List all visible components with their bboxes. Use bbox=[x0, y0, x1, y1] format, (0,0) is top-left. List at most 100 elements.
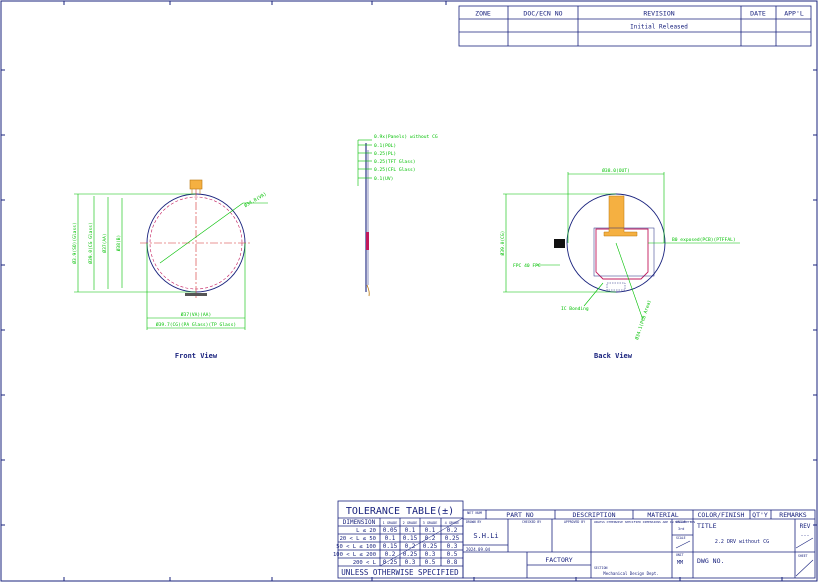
tb-label-section: SECTION bbox=[594, 566, 608, 570]
tol-header-1: 1 GRADE bbox=[383, 521, 398, 525]
tol-row3-g1: 0.2 bbox=[385, 551, 396, 558]
back-dim-diag: Ø34.1(PCB Area) bbox=[633, 299, 652, 341]
rev-header-ecn: DOC/ECN NO bbox=[523, 10, 562, 18]
tb-label-sheet: SHEET bbox=[798, 554, 808, 558]
front-diag-leader bbox=[159, 202, 244, 264]
tb-value-angle: 3rd bbox=[678, 527, 684, 531]
tb-label-mm: MM bbox=[677, 560, 683, 566]
back-dim-left: Ø39.0(CG) bbox=[499, 231, 506, 256]
tb-label-angle: ANGLE bbox=[676, 520, 686, 524]
tb-value-drawn-by: S.H.Li bbox=[473, 532, 498, 540]
tb-label-factory: FACTORY bbox=[545, 556, 572, 564]
tb-label-scale: SCALE bbox=[676, 536, 686, 540]
tb-label-checked: CHECKED BY bbox=[522, 520, 541, 524]
back-dim-ic: IC Bonding bbox=[561, 306, 589, 312]
tb-label-item: NET NUM bbox=[467, 511, 482, 515]
front-dim-d4: Ø38(B) bbox=[115, 235, 122, 252]
front-left-dims bbox=[74, 193, 196, 293]
tol-row2-g1: 0.15 bbox=[383, 543, 398, 550]
tb-label-description: DESCRIPTION bbox=[572, 511, 615, 519]
tol-row1-g4: 0.25 bbox=[445, 535, 460, 542]
front-bottom-connector bbox=[185, 293, 207, 296]
back-connector bbox=[606, 282, 626, 291]
tol-row0-label: L ≤ 20 bbox=[356, 528, 376, 534]
tol-row4-g2: 0.3 bbox=[405, 559, 416, 566]
tol-header-3: 3 GRADE bbox=[423, 521, 438, 525]
tb-label-notes: UNLESS OTHERWISE SPECIFIED DIMENSIONS AR… bbox=[594, 520, 695, 524]
tol-row0-g3: 0.1 bbox=[425, 527, 436, 534]
rev-header-appl: APP'L bbox=[784, 10, 804, 18]
front-dim-d3: Ø37(AA) bbox=[101, 233, 108, 252]
title-block bbox=[462, 509, 816, 579]
front-dim-d1: Ø3.9(SO)(Glass) bbox=[71, 222, 78, 264]
tol-row1-g3: 0.2 bbox=[425, 535, 436, 542]
tb-label-remarks: REMARKS bbox=[779, 511, 806, 519]
back-dim-top: Ø38.0(OUT) bbox=[602, 167, 630, 174]
tb-label-part-no: PART NO bbox=[506, 511, 533, 519]
tol-header-0: DIMENSION bbox=[343, 519, 376, 526]
tol-header-2: 2 GRADE bbox=[403, 521, 418, 525]
tolerance-table bbox=[337, 500, 464, 579]
tb-label-title: TITLE bbox=[697, 522, 717, 530]
tol-row1-label: 20 < L ≤ 50 bbox=[340, 536, 376, 542]
side-callout-5: 0.1(UV) bbox=[374, 176, 393, 182]
back-fpc-outline bbox=[595, 228, 649, 280]
tb-label-rev: REV bbox=[800, 523, 811, 530]
side-callout-3: 0.25(TFT Glass) bbox=[374, 159, 416, 165]
front-dim-bottom1: Ø37(VA)(AA) bbox=[181, 311, 211, 318]
tol-row4-g3: 0.5 bbox=[425, 559, 436, 566]
tolerance-footer: UNLESS OTHERWISE SPECIFIED bbox=[341, 568, 459, 577]
tol-row3-label: 100 < L ≤ 200 bbox=[333, 552, 376, 558]
tol-row0-g4: 0.2 bbox=[447, 527, 458, 534]
tb-value-rev: --- bbox=[800, 533, 809, 539]
tol-row2-g4: 0.3 bbox=[447, 543, 458, 550]
front-bottom-dims bbox=[146, 243, 246, 330]
tol-header-4: 4 GRADE bbox=[445, 521, 460, 525]
back-ic-chip bbox=[554, 239, 565, 248]
tb-label-qty: QT'Y bbox=[752, 511, 768, 519]
tolerance-title: TOLERANCE TABLE(±) bbox=[346, 506, 454, 517]
tol-row4-g4: 0.8 bbox=[447, 559, 458, 566]
tb-value-section: Mechanical Design Dept. bbox=[603, 571, 658, 576]
back-view: Ø38.0(OUT) Ø39.0(CG) FPC 40 FPC B0 expos… bbox=[499, 167, 740, 360]
tb-value-date: 2024.09.04 bbox=[466, 547, 491, 552]
side-callout-2: 0.25(PL) bbox=[374, 151, 396, 157]
front-dim-d2: Ø39.0(CG Glass) bbox=[87, 222, 94, 264]
back-view-label: Back View bbox=[594, 352, 633, 360]
tol-row1-g1: 0.1 bbox=[385, 535, 396, 542]
tb-label-dwg-no: DWG NO. bbox=[697, 557, 724, 565]
rev-header-date: DATE bbox=[750, 10, 766, 18]
front-fpc-tab bbox=[189, 179, 203, 190]
front-view: Ø3.9(SO)(Glass) Ø39.0(CG Glass) Ø37(AA) … bbox=[71, 179, 268, 360]
back-left-dims bbox=[503, 193, 616, 293]
tol-row3-g3: 0.3 bbox=[425, 551, 436, 558]
tol-row1-g2: 0.15 bbox=[403, 535, 418, 542]
revision-block bbox=[458, 5, 812, 47]
tol-row0-g2: 0.1 bbox=[405, 527, 416, 534]
tb-label-drawn: DRAWN BY bbox=[466, 520, 481, 524]
tol-row2-g2: 0.2 bbox=[405, 543, 416, 550]
side-callout-leaders bbox=[357, 139, 372, 186]
back-top-dims bbox=[567, 172, 665, 243]
tb-label-material: MATERIAL bbox=[647, 511, 678, 519]
back-dim-cable: FPC 40 FPC bbox=[513, 263, 541, 269]
side-callout-1: 0.1(POL) bbox=[374, 143, 396, 149]
tol-row3-g4: 0.5 bbox=[447, 551, 458, 558]
back-fpc-cable bbox=[603, 195, 638, 237]
tol-row0-g1: 0.05 bbox=[383, 527, 398, 534]
tol-row3-g2: 0.25 bbox=[403, 551, 418, 558]
side-view: 0.9x(Panels) without CG 0.1(POL) 0.25(PL… bbox=[357, 134, 438, 297]
front-view-label: Front View bbox=[175, 352, 218, 360]
tb-label-unit: UNIT bbox=[676, 553, 684, 557]
side-callout-4: 0.25(CFL Glass) bbox=[374, 167, 416, 173]
tol-row4-g1: 0.25 bbox=[383, 559, 398, 566]
tol-row2-label: 50 < L ≤ 100 bbox=[336, 544, 376, 550]
front-dim-diag: Ø34.8(VA) bbox=[243, 190, 268, 209]
back-dim-right: B0 exposed(PCB)(PTFFAL) bbox=[672, 237, 736, 243]
tb-label-approved: APPROVED BY bbox=[564, 520, 585, 524]
front-dim-bottom2: Ø39.7(CG)(PA Glass)(TP Glass) bbox=[156, 321, 236, 328]
tol-row2-g3: 0.25 bbox=[423, 543, 438, 550]
rev-row1-revision: Initial Released bbox=[630, 24, 688, 31]
